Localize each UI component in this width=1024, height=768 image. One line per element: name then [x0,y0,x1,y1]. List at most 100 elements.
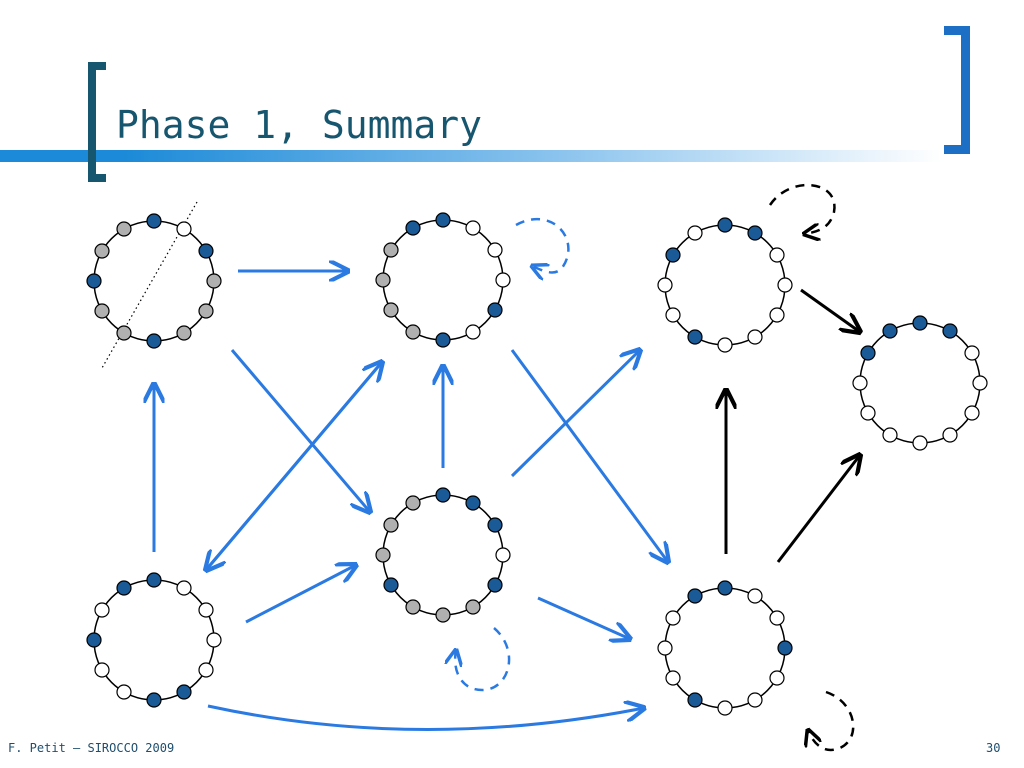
ring-config-3 [657,217,793,353]
ring-node [687,225,703,241]
ring-node [687,692,703,708]
ring-node [383,517,399,533]
ring-node [465,220,481,236]
ring-node [495,272,511,288]
ring-node [657,640,673,656]
arrow-config-2-to-config-5 [206,361,384,570]
ring-node [769,610,785,626]
arrow-config-7-to-config-4 [776,455,860,563]
arrow-config-6-to-config-3 [510,350,640,478]
ring-node [465,495,481,511]
ring-node [383,302,399,318]
ring-node [116,580,132,596]
ring-node [487,302,503,318]
ring-node [942,427,958,443]
ring-node [972,375,988,391]
arrow-config-2-to-config-7 [510,349,668,562]
ring-node [176,580,192,596]
ring-node [94,602,110,618]
arrow-config-1-to-config-6 [230,349,370,512]
ring-node [657,277,673,293]
self-loop-config-7 [808,690,855,752]
ring-node [717,217,733,233]
ring-node [435,332,451,348]
ring-outline [93,220,215,342]
ring-node [206,273,222,289]
ring-outline [664,587,786,709]
ring-node [860,405,876,421]
ring-node [94,243,110,259]
ring-node [717,700,733,716]
arrow-config-5-to-config-6 [245,565,356,624]
rings-layer [86,212,988,716]
ring-node [198,662,214,678]
ring-node [198,303,214,319]
self-loop-config-2 [515,218,570,272]
ring-node [665,670,681,686]
ring-node [747,225,763,241]
ring-node [405,324,421,340]
ring-node [882,427,898,443]
ring-node [86,632,102,648]
ring-outline [859,322,981,444]
ring-node [176,325,192,341]
self-loop-config-3 [768,183,836,234]
page-number: 30 [986,741,1001,755]
arrow-config-6-to-config-7 [537,596,630,639]
ring-node [912,435,928,451]
ring-node [769,670,785,686]
ring-node [777,277,793,293]
ring-node [687,329,703,345]
ring-outline [382,219,504,341]
ring-node [495,547,511,563]
ring-node [146,333,162,349]
ring-node [146,692,162,708]
ring-node [198,602,214,618]
ring-config-4 [852,315,988,451]
right-bracket-decoration [944,26,970,154]
ring-node [860,345,876,361]
ring-node [116,221,132,237]
ring-node [852,375,868,391]
ring-node [747,329,763,345]
ring-config-6 [375,487,511,623]
ring-node [94,303,110,319]
ring-node [405,220,421,236]
ring-node [747,588,763,604]
ring-node [94,662,110,678]
ring-node [116,325,132,341]
ring-node [964,405,980,421]
ring-node [665,307,681,323]
ring-node [769,307,785,323]
ring-config-2 [375,212,511,348]
ring-node [435,212,451,228]
ring-node [383,577,399,593]
ring-node [882,323,898,339]
ring-node [86,273,102,289]
ring-node [465,324,481,340]
ring-config-7 [657,580,793,716]
ring-outline [664,224,786,346]
ring-node [769,247,785,263]
ring-node [465,599,481,615]
ring-node [687,588,703,604]
ring-node [206,632,222,648]
ring-node [405,495,421,511]
ring-node [777,640,793,656]
ring-node [146,213,162,229]
ring-node [176,221,192,237]
ring-node [912,315,928,331]
ring-outline [93,579,215,701]
ring-node [487,242,503,258]
ring-outline [382,494,504,616]
ring-node [146,572,162,588]
ring-node [487,517,503,533]
arrow-config-5-to-config-7 [207,706,644,731]
left-bracket-decoration [88,62,106,182]
ring-config-5 [86,572,222,708]
footer-author: F. Petit – SIROCCO 2009 [8,741,175,755]
ring-node [747,692,763,708]
title-underline-bar [0,150,1024,162]
ring-node [717,337,733,353]
